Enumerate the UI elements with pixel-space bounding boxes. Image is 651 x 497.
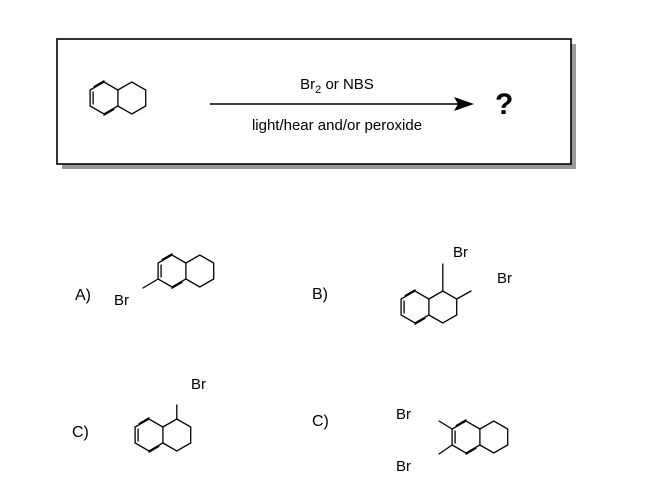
option-a-br-label: Br [114, 292, 129, 309]
product-question-mark: ? [495, 88, 513, 121]
option-c-first-letter: C) [72, 424, 89, 441]
option-b-br-label-right: Br [497, 270, 512, 287]
reagent-label: Br2 or NBS [300, 76, 374, 96]
option-c-second-letter: C) [312, 413, 329, 430]
question-box [56, 38, 576, 169]
option-a-letter: A) [75, 287, 91, 304]
option-c-first-br-label: Br [191, 376, 206, 393]
option-a-structure [142, 253, 215, 289]
option-c-second-br-label-bottom: Br [396, 458, 411, 475]
option-c-second-br-label-top: Br [396, 406, 411, 423]
option-c-second-structure [438, 419, 509, 455]
option-b-br-label-top: Br [453, 244, 468, 261]
option-c-first-structure [134, 404, 192, 453]
reaction-arrow [210, 97, 474, 111]
option-b-letter: B) [312, 286, 328, 303]
conditions-label: light/hear and/or peroxide [252, 117, 422, 134]
option-b-structure [400, 263, 472, 325]
starting-material-tetralin [89, 80, 147, 116]
